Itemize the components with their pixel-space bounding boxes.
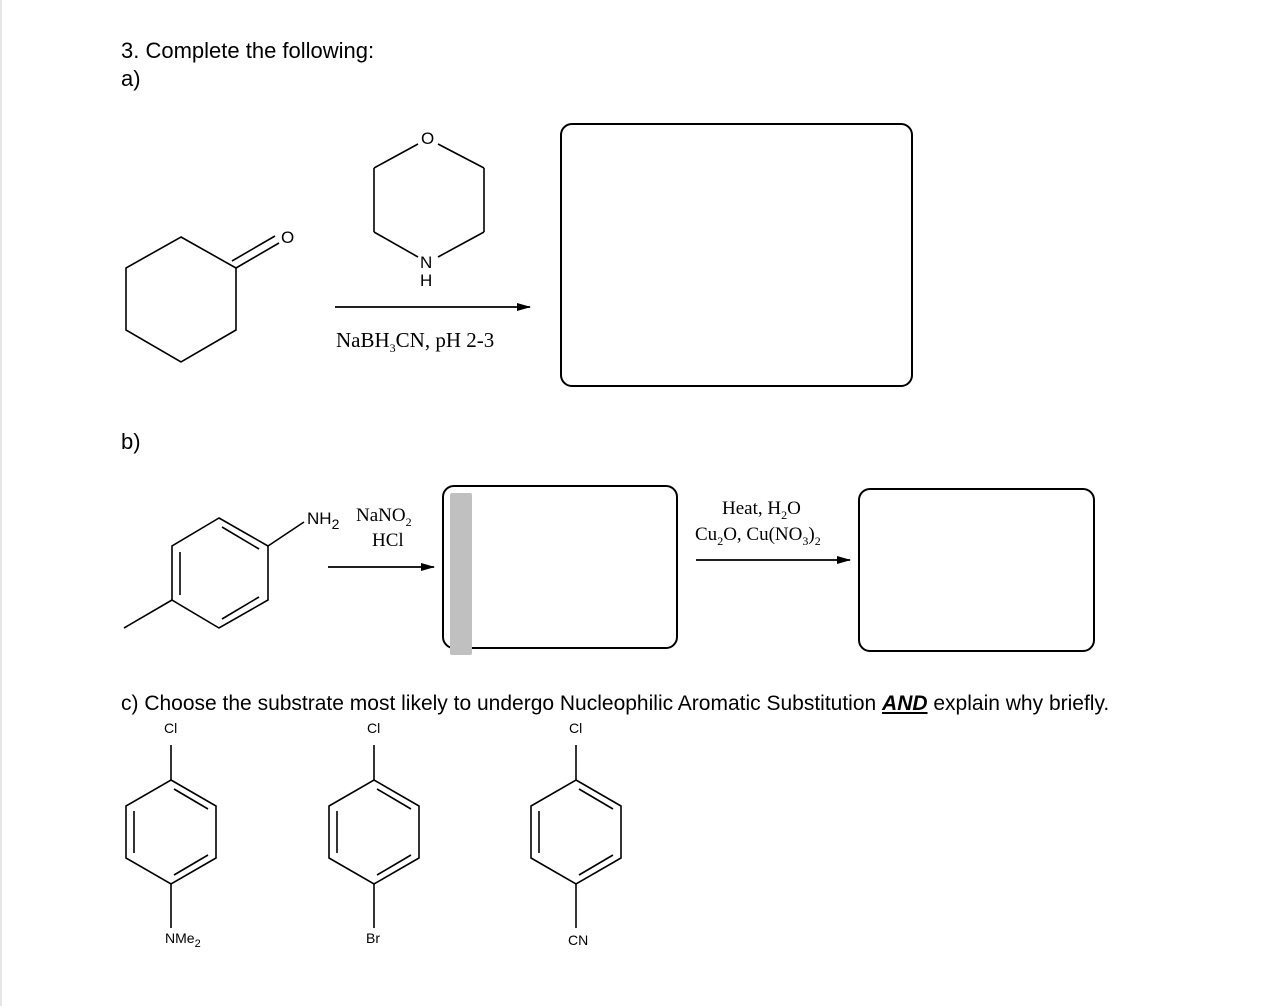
substrate-3-structure xyxy=(530,745,622,928)
cyclohexanone-structure xyxy=(125,235,280,363)
part-c-prefix: c) Choose the substrate most likely to u… xyxy=(121,692,883,715)
substrate-1-top: Cl xyxy=(164,720,177,736)
morpholine-oxygen: O xyxy=(421,129,434,148)
reagent-b1-line1: NaNO2 xyxy=(356,505,412,529)
morpholine-nitrogen: N xyxy=(420,253,432,272)
substrate-3-top: Cl xyxy=(569,720,582,736)
morpholine-hydrogen: H xyxy=(420,271,432,290)
substrate-2-bottom: Br xyxy=(366,930,380,946)
substrate-2-top: Cl xyxy=(367,720,380,736)
substrate-1-structure xyxy=(125,745,217,928)
substrate-2-structure xyxy=(328,745,420,928)
part-a-label: a) xyxy=(121,66,141,91)
part-c-question: c) Choose the substrate most likely to u… xyxy=(121,692,1109,716)
reagent-b2-line1: Heat, H2O xyxy=(722,498,801,522)
amine-group: NH2 xyxy=(307,509,340,532)
reagent-b2-line2: Cu2O, Cu(NO3)2 xyxy=(695,524,821,548)
toluidine-structure xyxy=(123,517,305,629)
highlight-bar xyxy=(450,493,472,655)
substrate-1-bottom: NMe2 xyxy=(165,930,201,950)
part-c-emphasis: AND xyxy=(882,692,928,715)
answer-box-a[interactable] xyxy=(560,123,913,387)
page-left-edge xyxy=(0,0,2,1006)
morpholine-structure xyxy=(373,143,485,258)
answer-box-b2[interactable] xyxy=(858,488,1095,652)
ketone-oxygen: O xyxy=(281,228,294,247)
reagent-b1-line2: HCl xyxy=(372,530,404,551)
part-c-suffix: explain why briefly. xyxy=(927,692,1110,715)
answer-box-b1[interactable] xyxy=(442,485,678,649)
part-b-label: b) xyxy=(121,429,141,454)
reagent-a: NaBH3CN, pH 2-3 xyxy=(336,328,495,356)
substrate-3-bottom: CN xyxy=(568,932,588,948)
question-title: 3. Complete the following: xyxy=(121,38,375,63)
